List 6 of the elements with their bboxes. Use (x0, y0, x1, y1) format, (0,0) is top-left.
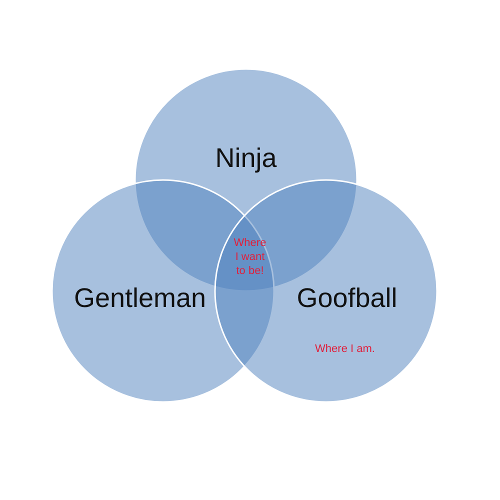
annotation-text: Where I am. (314, 342, 376, 356)
circle-label: Ninja (215, 143, 277, 173)
venn-circle (214, 179, 438, 403)
annotation-text: Where I want to be! (232, 236, 268, 278)
circle-label: Goofball (296, 283, 398, 313)
circle-label: Gentleman (74, 283, 206, 313)
